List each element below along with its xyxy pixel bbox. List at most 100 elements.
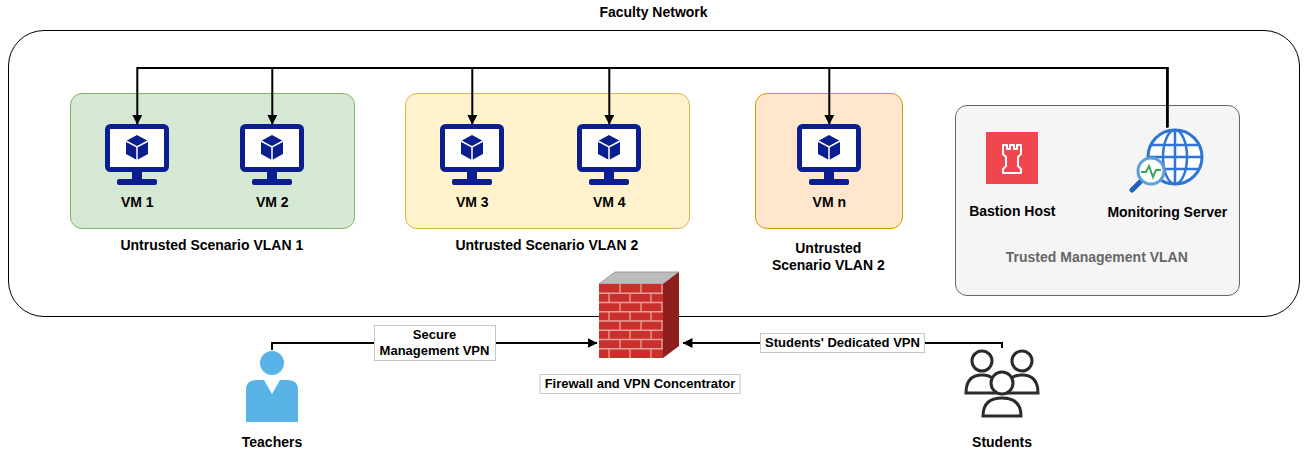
node-text: Students <box>972 434 1032 450</box>
person-body <box>246 380 298 422</box>
vm-icon <box>440 124 504 186</box>
teacher-icon <box>244 350 300 422</box>
node-text: Untrusted Scenario VLAN 2 <box>455 237 638 253</box>
cube-edges <box>818 141 840 160</box>
brick-joint <box>599 339 663 340</box>
brick-joint <box>619 321 620 330</box>
collar <box>264 380 280 394</box>
node-label: VM n <box>813 194 846 211</box>
node-text: VM 4 <box>593 194 626 210</box>
monitor-base <box>589 179 629 185</box>
node-text: Bastion Host <box>969 203 1055 219</box>
monitor-stand <box>604 171 614 179</box>
network-title: Faculty Network <box>9 4 1298 21</box>
edge-label-box: Secure Management VPN <box>374 325 496 361</box>
vm-icon <box>797 124 861 186</box>
cube-edges <box>261 141 283 160</box>
brick-joint <box>661 303 662 312</box>
brick-joint <box>640 284 641 293</box>
rook-symbol <box>1003 145 1021 173</box>
brick-joint <box>629 312 630 321</box>
monitor-base <box>809 179 849 185</box>
connector <box>829 68 1167 127</box>
node-text: Trusted Management VLAN <box>1006 249 1188 265</box>
node-label: Monitoring Server <box>1107 204 1227 221</box>
node-text: VM 1 <box>121 194 154 210</box>
node-label: VM 1 <box>121 194 154 211</box>
brick-joint <box>650 312 651 321</box>
node-text: Firewall and VPN Concentrator <box>545 376 736 391</box>
person-outline <box>972 351 992 371</box>
edge-label: Secure Management VPN <box>380 327 490 358</box>
brick-joint <box>599 302 663 303</box>
monitor-screen <box>243 127 302 170</box>
node-text: VM n <box>813 194 846 210</box>
vm-node: VM 1 <box>105 124 169 186</box>
pulse-line <box>1141 166 1161 177</box>
node-label: VM 2 <box>256 194 289 211</box>
brick-joint <box>650 330 651 339</box>
monitor-screen <box>800 127 859 170</box>
brick-joint <box>608 349 609 358</box>
vlan-group: Untrusted Scenario VLAN 2VM n <box>755 93 903 229</box>
person-head <box>260 351 284 375</box>
brick-joint <box>629 330 630 339</box>
vlan-label: Untrusted Scenario VLAN 2 <box>406 237 689 254</box>
node-label: Bastion Host <box>969 203 1055 220</box>
cube-edges <box>461 141 483 160</box>
students-actor: Students <box>962 348 1042 422</box>
vlan-label: Trusted Management VLAN <box>956 249 1239 266</box>
connector <box>472 68 1167 127</box>
vm-icon <box>105 124 169 186</box>
vm-icon <box>240 124 304 186</box>
node-label: Students <box>972 434 1032 451</box>
brick-joint <box>619 303 620 312</box>
firewall: Firewall and VPN Concentrator <box>597 268 683 358</box>
brick-joint <box>650 293 651 302</box>
brick-joint <box>640 340 641 349</box>
monitor-stand <box>467 171 477 179</box>
monitor-base <box>452 179 492 185</box>
node-text: Untrusted Scenario VLAN 1 <box>120 237 303 253</box>
vm-node: VM 4 <box>577 124 641 186</box>
brick-joint <box>619 284 620 293</box>
magnifier-lens <box>1138 158 1164 184</box>
node-text: Monitoring Server <box>1107 204 1227 220</box>
node-label: Firewall and VPN Concentrator <box>540 374 741 394</box>
monitor-base <box>252 179 292 185</box>
person-outline <box>1012 351 1032 371</box>
monitor-stand <box>824 171 834 179</box>
monitor-stand <box>132 171 142 179</box>
monitor-base <box>117 179 157 185</box>
bastion-host: Bastion Host <box>986 132 1038 184</box>
vm-cube <box>261 135 283 160</box>
brick-joint <box>599 320 663 321</box>
vlan-group: Untrusted Scenario VLAN 1VM 1VM 2 <box>70 93 355 229</box>
vm-cube <box>461 135 483 160</box>
brick-joint <box>629 293 630 302</box>
monitor-screen <box>580 127 639 170</box>
bastion-tile <box>986 132 1038 184</box>
globe-icon <box>1127 127 1207 193</box>
connector <box>272 68 1167 127</box>
person-outline <box>991 372 1013 394</box>
magnifier-handle <box>1132 180 1142 190</box>
vm-cube <box>818 135 840 160</box>
monitoring-server: Monitoring Server <box>1127 127 1207 193</box>
node-text: Faculty Network <box>599 4 707 20</box>
monitor-screen <box>443 127 502 170</box>
brick-joint <box>608 330 609 339</box>
brick-joint <box>661 340 662 349</box>
brick-joint <box>608 293 609 302</box>
brick-joint <box>640 321 641 330</box>
wall-side <box>663 272 679 358</box>
vm-cube <box>126 135 148 160</box>
node-text: VM 2 <box>256 194 289 210</box>
vm-cube <box>598 135 620 160</box>
brick-joint <box>629 349 630 358</box>
management-vlan: Trusted Management VLANBastion HostMonit… <box>955 105 1240 296</box>
brick-joint <box>661 284 662 293</box>
brick-joint <box>608 312 609 321</box>
bastion-icon <box>986 132 1038 184</box>
